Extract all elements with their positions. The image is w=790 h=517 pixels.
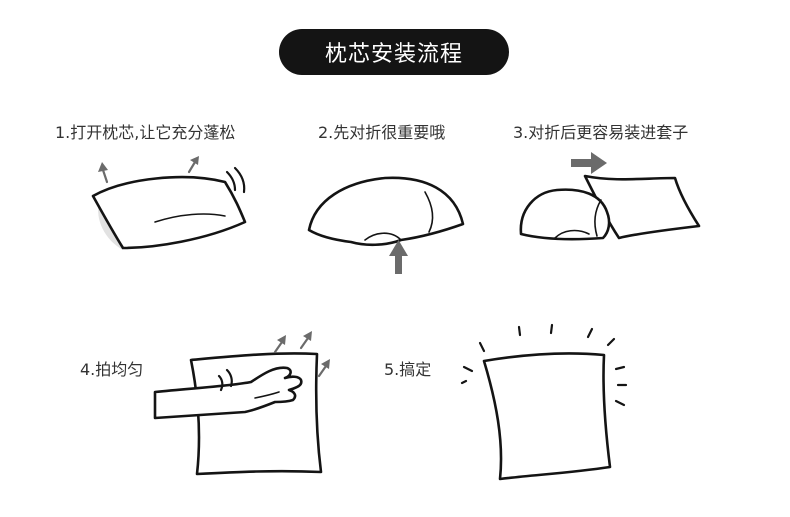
page-title: 枕芯安装流程 — [279, 29, 509, 75]
insert-pillow-icon — [519, 152, 701, 241]
step-5-label: 5.搞定 — [384, 360, 432, 379]
page-title-text: 枕芯安装流程 — [324, 42, 463, 67]
step-4-label: 4.拍均匀 — [80, 360, 144, 379]
fluff-pillow-icon — [91, 156, 247, 250]
step-2-label: 2.先对折很重要哦 — [318, 123, 446, 142]
step-3-label: 3.对折后更容易装进套子 — [513, 123, 689, 142]
finished-pillow-icon — [460, 323, 628, 481]
step-1-label: 1.打开枕芯,让它充分蓬松 — [55, 123, 236, 142]
fold-pillow-icon — [307, 176, 465, 274]
pat-pillow-icon — [153, 331, 330, 476]
